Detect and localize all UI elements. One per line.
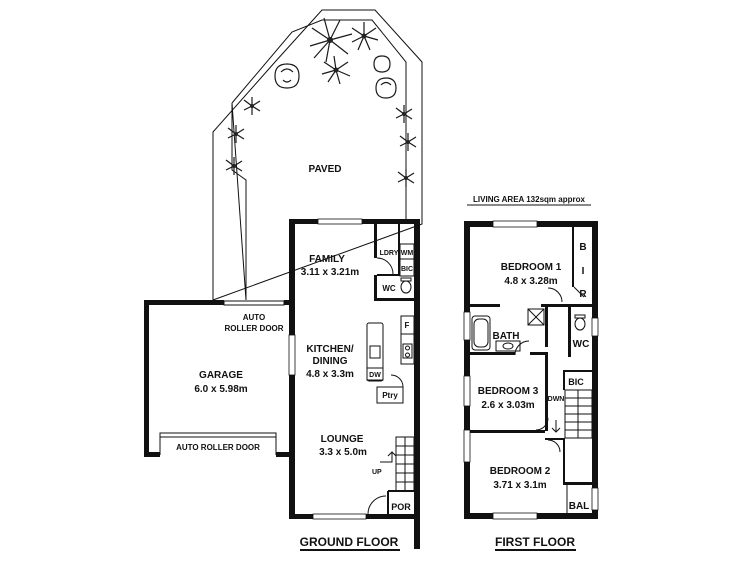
bath-door-swing (514, 340, 530, 356)
bedroom2-name: BEDROOM 2 (490, 466, 551, 477)
bathtub (471, 315, 491, 351)
family-name: FAMILY (309, 254, 345, 265)
wm-label: WM (401, 250, 414, 257)
garage-size: 6.0 x 5.98m (194, 384, 247, 395)
plant-icon (351, 22, 379, 51)
bir-r-label: R (579, 289, 587, 300)
bedroom1-size: 4.8 x 3.28m (504, 276, 557, 287)
cooktop (402, 343, 413, 359)
auto-roller-door-bottom-label: AUTO ROLLER DOOR (176, 443, 260, 452)
paved-label: PAVED (309, 164, 342, 175)
porch-label: POR (391, 502, 411, 512)
shower (527, 308, 545, 326)
ldry-door-swing (376, 257, 394, 275)
ldry-label: LDRY (380, 250, 399, 257)
dishwasher (366, 367, 384, 381)
plant-icon (321, 55, 351, 85)
plant-icon (397, 169, 415, 187)
bic-label-first: BIC (568, 377, 584, 387)
plant-icon (225, 157, 243, 175)
balcony-label: BAL (569, 501, 590, 512)
plant-icon (399, 133, 417, 151)
up-label: UP (372, 469, 382, 476)
toilet-icon (400, 280, 412, 294)
paved-area (212, 9, 423, 301)
bir-b-label: B (579, 242, 586, 253)
garage-top-door-track (223, 300, 285, 306)
bath-label: BATH (492, 331, 519, 342)
lounge-name: LOUNGE (321, 434, 364, 445)
kitchen-fittings (366, 315, 415, 404)
entry-door-swing (367, 495, 387, 515)
garage-walls (144, 300, 294, 457)
ground-floor-walls (288, 218, 420, 549)
ground-floor-title: GROUND FLOOR (300, 535, 399, 549)
garden-plants (225, 17, 417, 187)
shrub-icon (373, 55, 391, 73)
bedroom1-name: BEDROOM 1 (501, 262, 562, 273)
pantry-label: Ptry (382, 391, 398, 400)
auto-roller-door-top-label: AUTO (243, 313, 266, 322)
first-floor-fixtures (471, 286, 599, 513)
bedroom2-size: 3.71 x 3.1m (493, 480, 546, 491)
auto-roller-door-top-label-2: ROLLER DOOR (224, 324, 283, 333)
plant-icon (395, 105, 413, 123)
bic-cupboard (399, 258, 415, 277)
bed1-door-swing (547, 287, 563, 303)
wc-label: WC (382, 284, 396, 293)
pantry (376, 386, 404, 404)
stairs-down-arrow-icon (551, 420, 561, 433)
family-size: 3.11 x 3.21m (301, 267, 359, 278)
bed2-door-swing (547, 439, 561, 453)
kitchen-sink (369, 345, 381, 359)
bic-label: BIC (401, 266, 413, 273)
garage-name: GARAGE (199, 370, 243, 381)
porch (367, 490, 414, 519)
kitchen-size: 4.8 x 3.3m (306, 369, 354, 380)
first-floor-title: FIRST FLOOR (495, 535, 575, 549)
plant-icon (243, 97, 261, 115)
shrub-icon (375, 77, 397, 99)
kitchen-island (366, 322, 384, 382)
plant-icon (309, 17, 353, 63)
bed3-door-swing (535, 417, 549, 431)
fridge-label: F (405, 321, 410, 330)
kitchen-name-2: DINING (313, 356, 348, 367)
lounge-size: 3.3 x 5.0m (319, 447, 367, 458)
wc-label-first: WC (573, 339, 590, 350)
kitchen-bench (400, 333, 415, 365)
toilet-icon (574, 317, 586, 331)
shrub-icon (274, 63, 300, 89)
kitchen-name: KITCHEN/ (306, 344, 353, 355)
garage-bottom-door-track (159, 432, 277, 438)
dw-label: DW (369, 372, 381, 379)
plant-icon (227, 125, 245, 143)
bir-i-label: I (582, 266, 585, 277)
ground-stairs (380, 436, 415, 492)
living-area-label: LIVING AREA 132sqm approx (473, 195, 585, 204)
dwn-label: DWN (548, 396, 565, 403)
first-floor-walls (463, 220, 599, 520)
stairs-arrow-icon (380, 451, 397, 463)
vanity (495, 340, 521, 352)
bedroom3-size: 2.6 x 3.03m (481, 400, 534, 411)
bedroom3-name: BEDROOM 3 (478, 386, 539, 397)
laundry-wc-block (374, 224, 415, 301)
